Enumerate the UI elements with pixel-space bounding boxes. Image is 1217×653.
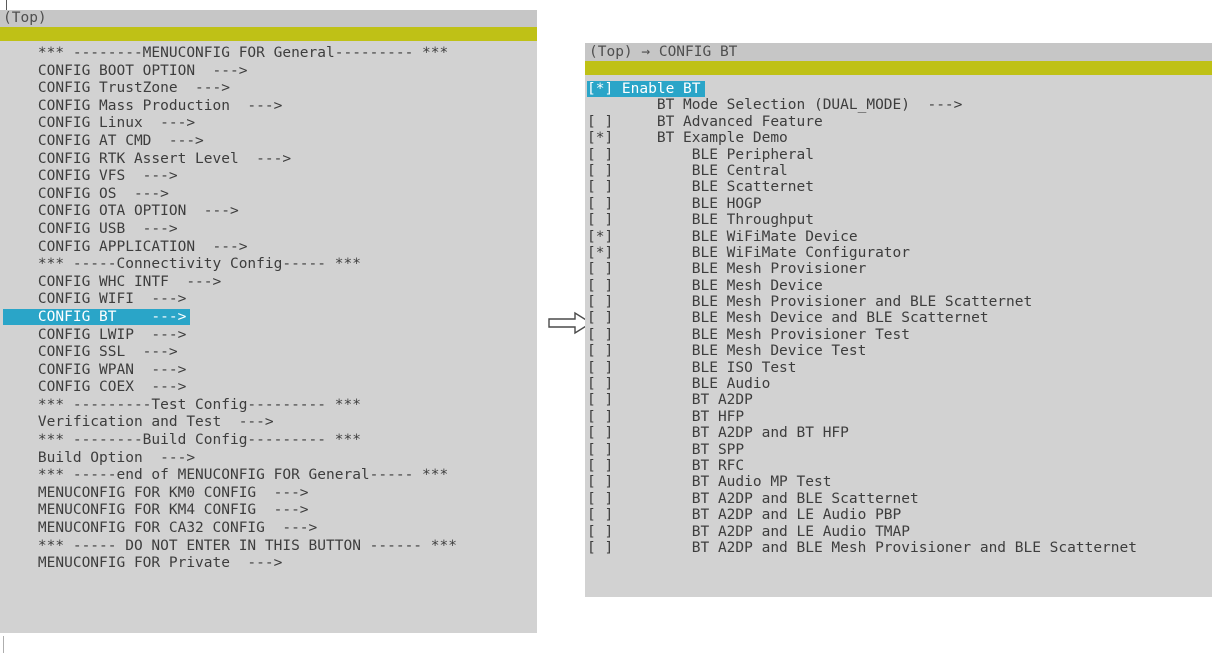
menu-separator: *** --------MENUCONFIG FOR General------… <box>3 45 449 61</box>
menu-list: *** --------MENUCONFIG FOR General------… <box>0 41 537 573</box>
submenu-item[interactable]: CONFIG TrustZone ---> <box>3 80 230 97</box>
breadcrumb: (Top) → CONFIG BT <box>585 43 1212 61</box>
checkbox-item[interactable]: [ ] BLE Mesh Device <box>587 277 823 294</box>
separator-bar <box>0 27 537 41</box>
checkbox-item[interactable]: [ ] BT A2DP and BLE Mesh Provisioner and… <box>587 539 1137 556</box>
checkbox-item[interactable]: [ ] BT RFC <box>587 457 745 474</box>
submenu-item[interactable]: CONFIG USB ---> <box>3 220 178 237</box>
separator-bar <box>585 61 1212 75</box>
checkbox-item[interactable]: [ ] BT A2DP and BT HFP <box>587 425 849 442</box>
menu-separator: *** -----Connectivity Config----- *** <box>3 256 361 273</box>
checkbox-item[interactable]: [ ] BT A2DP and BLE Scatternet <box>587 490 919 507</box>
checkbox-item[interactable]: [ ] BT HFP <box>587 408 745 425</box>
checkbox-item[interactable]: [ ] BT A2DP and LE Audio PBP <box>587 507 902 524</box>
bt-submenu-panel: (Top) → CONFIG BT [*] Enable BT BT Mode … <box>585 43 1212 597</box>
checkbox-item[interactable]: [ ] BLE Audio <box>587 376 771 393</box>
checkbox-item[interactable]: [ ] BLE Throughput <box>587 212 814 229</box>
submenu-item[interactable]: Verification and Test ---> <box>3 414 274 431</box>
checkbox-item[interactable]: [ ] BLE Central <box>587 162 788 179</box>
submenu-item[interactable]: CONFIG APPLICATION ---> <box>3 238 248 255</box>
submenu-item[interactable]: CONFIG RTK Assert Level ---> <box>3 150 292 167</box>
menu-list: [*] Enable BT BT Mode Selection (DUAL_MO… <box>585 75 1212 556</box>
submenu-item[interactable]: CONFIG Mass Production ---> <box>3 97 283 114</box>
checkbox-item[interactable]: [*] BLE WiFiMate Configurator <box>587 244 911 261</box>
submenu-item[interactable]: CONFIG OS ---> <box>3 185 169 202</box>
menu-separator: *** ---------Test Config--------- *** <box>3 396 361 413</box>
submenu-item[interactable]: CONFIG COEX ---> <box>3 379 187 396</box>
menu-separator: *** -----end of MENUCONFIG FOR General--… <box>3 467 449 484</box>
general-menu-panel: (Top) *** --------MENUCONFIG FOR General… <box>0 10 537 633</box>
submenu-item[interactable]: BT Mode Selection (DUAL_MODE) ---> <box>587 97 963 114</box>
checkbox-item[interactable]: [ ] BLE Mesh Provisioner and BLE Scatter… <box>587 294 1033 311</box>
checkbox-item[interactable]: [ ] BLE Mesh Device and BLE Scatternet <box>587 310 989 327</box>
submenu-item[interactable]: CONFIG VFS ---> <box>3 168 178 185</box>
submenu-item[interactable]: MENUCONFIG FOR KM4 CONFIG ---> <box>3 502 309 519</box>
checkbox-item[interactable]: [ ] BLE Peripheral <box>587 146 814 163</box>
submenu-item[interactable]: MENUCONFIG FOR CA32 CONFIG ---> <box>3 520 318 537</box>
submenu-item[interactable]: MENUCONFIG FOR KM0 CONFIG ---> <box>3 484 309 501</box>
submenu-item[interactable]: CONFIG AT CMD ---> <box>3 132 204 149</box>
text-cursor-line <box>6 0 7 10</box>
submenu-item[interactable]: CONFIG LWIP ---> <box>3 326 187 343</box>
submenu-item[interactable]: MENUCONFIG FOR Private ---> <box>3 555 283 572</box>
right-arrow-icon <box>548 311 593 335</box>
checkbox-item[interactable]: [ ] BT Audio MP Test <box>587 474 832 491</box>
submenu-item[interactable]: CONFIG WIFI ---> <box>3 291 187 308</box>
checkbox-item[interactable]: [ ] BLE Mesh Provisioner <box>587 261 867 278</box>
submenu-item[interactable]: CONFIG BT ---> <box>3 308 537 327</box>
menu-separator: *** ----- DO NOT ENTER IN THIS BUTTON --… <box>3 537 457 554</box>
checkbox-item[interactable]: [ ] BLE Scatternet <box>587 179 814 196</box>
submenu-item[interactable]: CONFIG WPAN ---> <box>3 361 187 378</box>
submenu-item[interactable]: CONFIG BOOT OPTION ---> <box>3 62 248 79</box>
submenu-item[interactable]: CONFIG WHC INTF ---> <box>3 273 222 290</box>
window-border-line <box>3 636 4 653</box>
checkbox-item[interactable]: [ ] BLE HOGP <box>587 195 762 212</box>
checkbox-item[interactable]: [ ] BLE Mesh Device Test <box>587 343 867 360</box>
checkbox-item[interactable]: [*] BLE WiFiMate Device <box>587 228 858 245</box>
checkbox-item[interactable]: [ ] BT A2DP and LE Audio TMAP <box>587 523 911 540</box>
checkbox-item[interactable]: [ ] BT SPP <box>587 441 745 458</box>
checkbox-item[interactable]: [ ] BT Advanced Feature <box>587 113 823 130</box>
breadcrumb: (Top) <box>0 10 537 27</box>
checkbox-item[interactable]: [*] BT Example Demo <box>587 130 788 147</box>
checkbox-item[interactable]: [*] Enable BT <box>587 81 1212 97</box>
submenu-item[interactable]: CONFIG OTA OPTION ---> <box>3 203 239 220</box>
submenu-item[interactable]: Build Option ---> <box>3 449 196 466</box>
submenu-item[interactable]: CONFIG Linux ---> <box>3 115 196 132</box>
checkbox-item[interactable]: [ ] BLE Mesh Provisioner Test <box>587 326 911 343</box>
menu-separator: *** --------Build Config--------- *** <box>3 432 361 449</box>
checkbox-item[interactable]: [ ] BT A2DP <box>587 392 753 409</box>
checkbox-item[interactable]: [ ] BLE ISO Test <box>587 359 797 376</box>
submenu-item[interactable]: CONFIG SSL ---> <box>3 344 178 361</box>
